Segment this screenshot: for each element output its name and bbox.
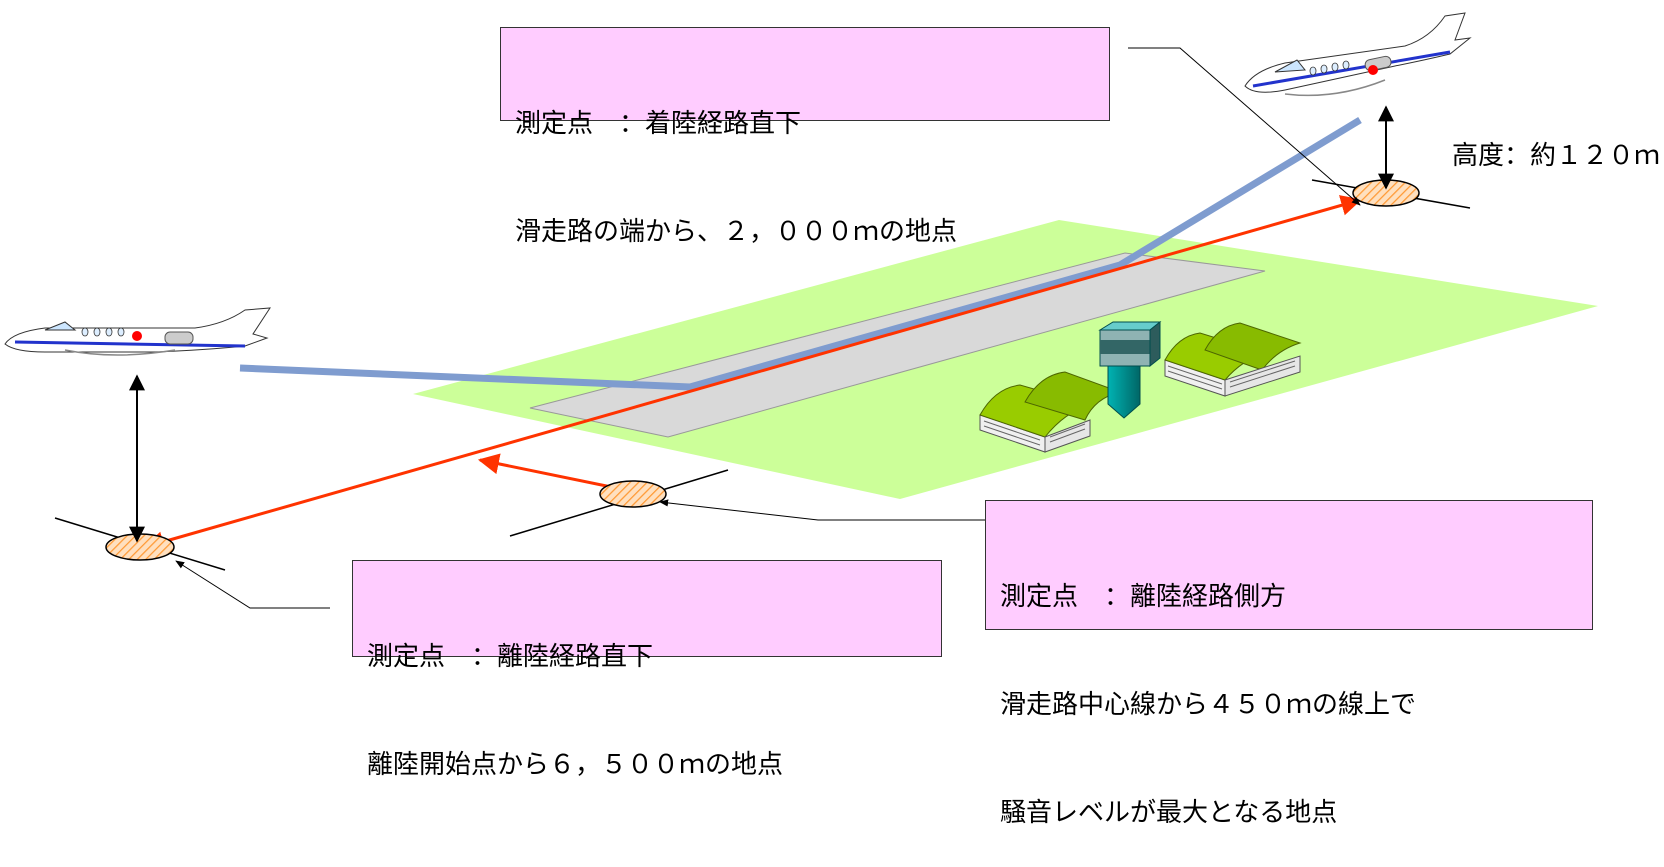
landing-point-callout: 測定点 ：着陸経路直下 滑走路の端から、２，０００ｍの地点 bbox=[500, 27, 1110, 247]
takeoff-point-callout: 測定点 ：離陸経路直下 離陸開始点から６，５００ｍの地点 bbox=[352, 560, 942, 780]
takeoff-point-line1: 測定点 ：離陸経路直下 bbox=[367, 642, 654, 672]
leader-takeoff bbox=[175, 560, 330, 609]
leader-landing bbox=[1128, 47, 1361, 206]
takeoff-point-line2: 離陸開始点から６，５００ｍの地点 bbox=[367, 750, 784, 780]
airport-noise-diagram bbox=[4, 12, 1598, 609]
measure-point-takeoff bbox=[105, 533, 175, 561]
altitude-label: 高度：約１２０ｍ bbox=[1452, 141, 1661, 171]
landing-point-line2: 滑走路の端から、２，０００ｍの地点 bbox=[515, 217, 958, 247]
aircraft-landing-icon bbox=[1244, 12, 1472, 97]
landing-point-line1: 測定点 ：着陸経路直下 bbox=[515, 109, 802, 139]
measure-point-side bbox=[599, 480, 667, 508]
side-point-line2: 滑走路中心線から４５０ｍの線上で bbox=[1000, 690, 1417, 720]
side-point-line3: 騒音レベルが最大となる地点 bbox=[1000, 798, 1338, 828]
takeoff-path-line bbox=[142, 195, 1363, 552]
leader-side bbox=[659, 499, 985, 521]
aircraft-takeoff-icon bbox=[4, 307, 271, 356]
side-point-line1: 測定点 ：離陸経路側方 bbox=[1000, 582, 1287, 612]
side-point-callout: 測定点 ：離陸経路側方 滑走路中心線から４５０ｍの線上で 騒音レベルが最大となる… bbox=[985, 500, 1593, 828]
